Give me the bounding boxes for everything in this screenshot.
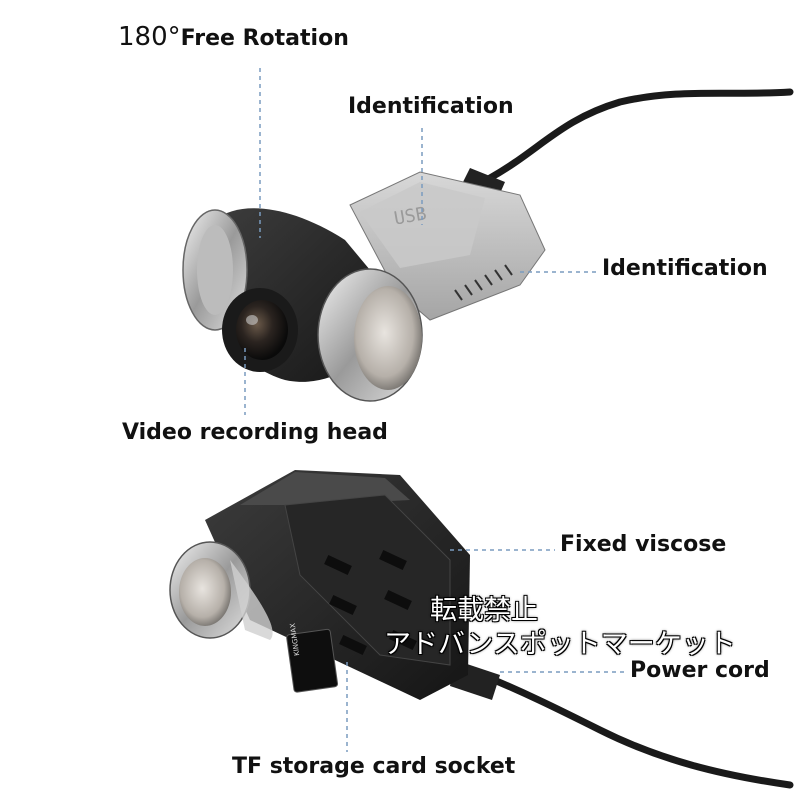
- bottom-slots: [324, 549, 417, 656]
- rotation-degrees: 180°: [118, 22, 181, 52]
- power-cord-label: Power cord: [630, 658, 770, 683]
- fixed-viscose-pad: [284, 494, 451, 666]
- top-cable: [486, 88, 794, 182]
- rotation-text: Free Rotation: [180, 26, 349, 51]
- watermark-line1: 転載禁止: [430, 595, 538, 626]
- watermark-line2: アドバンスポットマーケット: [384, 629, 736, 660]
- video-recording-head-label: Video recording head: [122, 420, 388, 445]
- top-vent-slots: [454, 264, 513, 301]
- tf-socket-label: TF storage card socket: [232, 754, 516, 779]
- bottom-cable: [466, 666, 794, 789]
- fixed-viscose-label: Fixed viscose: [560, 532, 727, 557]
- identification-side-label: Identification: [602, 256, 768, 281]
- identification-top-label: Identification: [348, 94, 514, 119]
- rotation-label: 180°Free Rotation: [118, 22, 349, 52]
- leader-lines: [244, 68, 625, 752]
